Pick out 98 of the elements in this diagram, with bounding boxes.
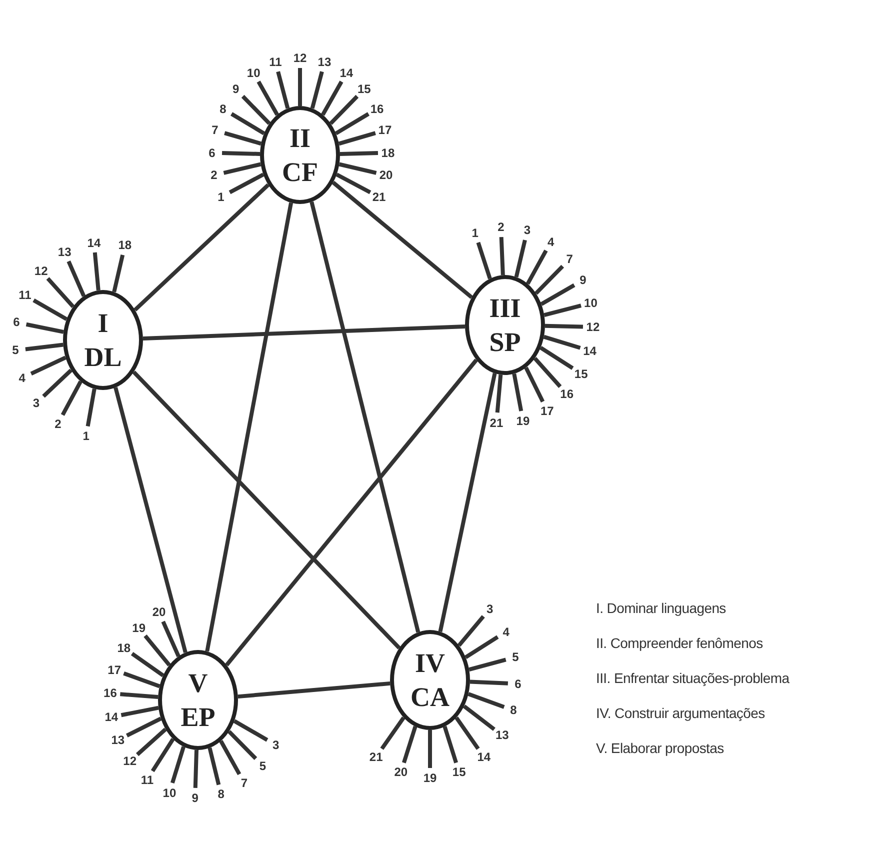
node-label: V: [188, 667, 208, 700]
callout-number: 7: [212, 123, 218, 138]
callout-number: 10: [162, 786, 176, 800]
callout-number: 12: [293, 51, 307, 65]
callout-number: 21: [369, 750, 383, 764]
callout-number: 11: [140, 772, 154, 787]
callout-number: 21: [490, 416, 504, 430]
competence-circle: [390, 630, 470, 730]
callout-number: 4: [502, 624, 510, 638]
competence-circle: [158, 650, 238, 750]
callout-number: 15: [452, 765, 466, 780]
callout-number: 13: [111, 733, 125, 748]
connector-line: [205, 202, 294, 652]
callout-number: 11: [269, 54, 282, 69]
callout-number: 1: [472, 226, 478, 240]
key-text: V. Elaborar propostas: [596, 740, 724, 756]
competence-circle: [465, 275, 545, 375]
connector-line: [238, 681, 390, 699]
callout-number: 9: [580, 273, 586, 288]
node-label: I: [98, 307, 108, 340]
connector-line: [225, 358, 478, 666]
callout-number: 6: [208, 146, 216, 160]
callout-number: 16: [370, 102, 384, 116]
node-label: DL: [84, 341, 122, 374]
callout-number: 19: [516, 414, 530, 428]
callout-number: 15: [357, 82, 371, 96]
callout-number: 5: [12, 343, 19, 358]
callout-number: 7: [240, 776, 248, 790]
callout-number: 3: [272, 738, 280, 752]
connector-line: [114, 386, 188, 654]
callout-number: 20: [379, 168, 393, 182]
callout-number: 20: [152, 605, 166, 620]
callout-number: 18: [381, 146, 395, 160]
connector-line: [332, 180, 473, 299]
callout-number: 5: [512, 650, 519, 664]
node-label: CF: [282, 156, 318, 189]
callout-number: 3: [32, 396, 40, 410]
node-label: II: [289, 122, 310, 155]
key-text: I. Dominar linguagens: [596, 600, 726, 616]
callout-number: 17: [540, 404, 554, 418]
callout-number: 9: [232, 82, 240, 96]
callout-number: 17: [378, 123, 392, 138]
callout-number: 9: [192, 790, 198, 805]
callout-number: 17: [108, 663, 122, 678]
callout-number: 14: [104, 710, 118, 724]
callout-number: 12: [586, 320, 600, 334]
callout-number: 6: [514, 676, 522, 691]
callout-number: 11: [18, 288, 32, 302]
callout-number: 13: [58, 245, 72, 260]
node-label: CA: [410, 681, 450, 714]
callout-number: 16: [104, 686, 117, 700]
callout-number: 19: [423, 771, 437, 785]
callout-number: 19: [132, 621, 146, 636]
key-text: IV. Construir argumentações: [596, 705, 765, 721]
callout-number: 14: [87, 236, 101, 250]
callout-number: 18: [117, 640, 131, 655]
callout-number: 14: [477, 750, 491, 764]
callout-number: 1: [218, 190, 224, 204]
callout-number: 4: [547, 234, 554, 249]
callout-number: 13: [318, 54, 332, 69]
callout-number: 3: [524, 223, 531, 238]
callout-number: 8: [510, 703, 517, 718]
node-label: III: [489, 292, 521, 325]
connector-line: [310, 201, 420, 633]
callout-number: 2: [210, 168, 218, 182]
callout-number: 2: [54, 416, 62, 431]
callout-number: 14: [583, 344, 596, 358]
connector-line: [134, 183, 270, 312]
callout-number: 8: [220, 102, 226, 116]
callout-number: 1: [82, 429, 90, 444]
callout-number: 15: [574, 366, 588, 381]
competence-circle: [63, 290, 143, 390]
node-label: EP: [180, 701, 216, 734]
callout-number: 20: [394, 765, 408, 780]
key-text: II. Compreender fenômenos: [596, 635, 763, 651]
connector-line: [438, 372, 497, 632]
competence-circle: [260, 106, 340, 204]
callout-number: 7: [566, 252, 573, 266]
callout-number: 21: [372, 190, 386, 204]
node-label: IV: [414, 647, 445, 680]
callout-number: 4: [18, 370, 26, 385]
node-label: SP: [489, 326, 521, 359]
connector-line: [132, 370, 401, 650]
callout-number: 3: [486, 602, 494, 616]
callout-number: 2: [498, 220, 504, 234]
callout-number: 14: [340, 66, 354, 80]
callout-number: 12: [34, 264, 48, 278]
callout-number: 10: [246, 66, 260, 80]
key-text: III. Enfrentar situações-problema: [596, 670, 790, 686]
callout-number: 16: [560, 387, 574, 402]
callout-number: 18: [118, 238, 132, 252]
callout-number: 12: [123, 754, 137, 768]
callout-number: 5: [259, 758, 266, 773]
callout-number: 8: [218, 787, 224, 802]
connector-line: [142, 324, 466, 340]
callout-number: 6: [13, 315, 20, 330]
callout-number: 10: [584, 296, 598, 310]
callout-number: 13: [495, 728, 509, 742]
